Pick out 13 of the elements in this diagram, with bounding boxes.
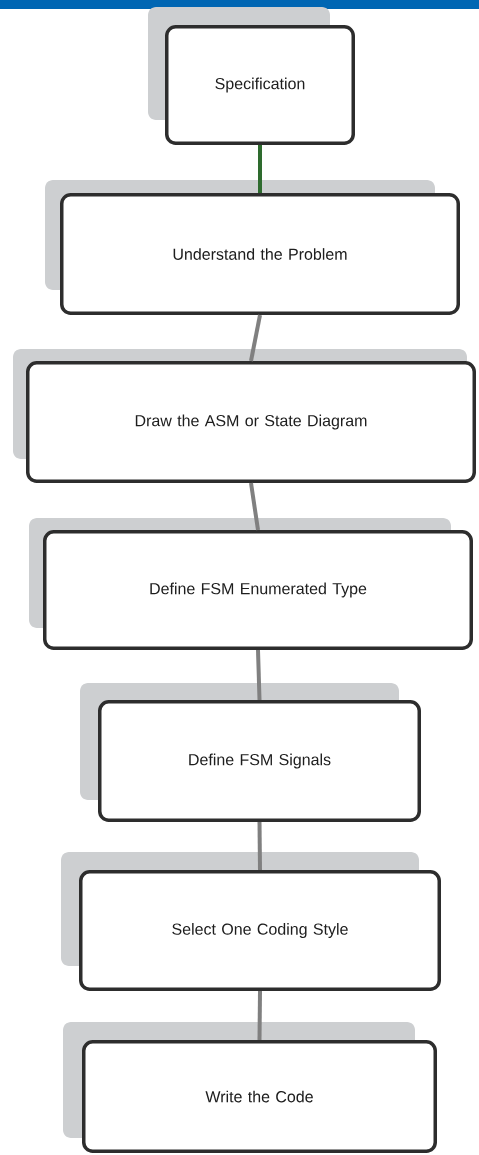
connector-line — [258, 145, 262, 193]
process-box: Specification — [148, 7, 355, 145]
connector-line — [249, 482, 260, 531]
connector-line — [257, 822, 262, 871]
connector-line — [257, 991, 262, 1041]
process-box: Write the Code — [63, 1022, 437, 1153]
process-box: Define FSM Signals — [80, 683, 421, 822]
process-box: Understand the Problem — [45, 180, 460, 315]
process-box: Select One Coding Style — [61, 852, 441, 991]
connector-line — [256, 649, 262, 701]
connector-line — [249, 314, 262, 362]
process-box: Draw the ASM or State Diagram — [13, 349, 476, 483]
process-box: Define FSM Enumerated Type — [29, 518, 473, 650]
